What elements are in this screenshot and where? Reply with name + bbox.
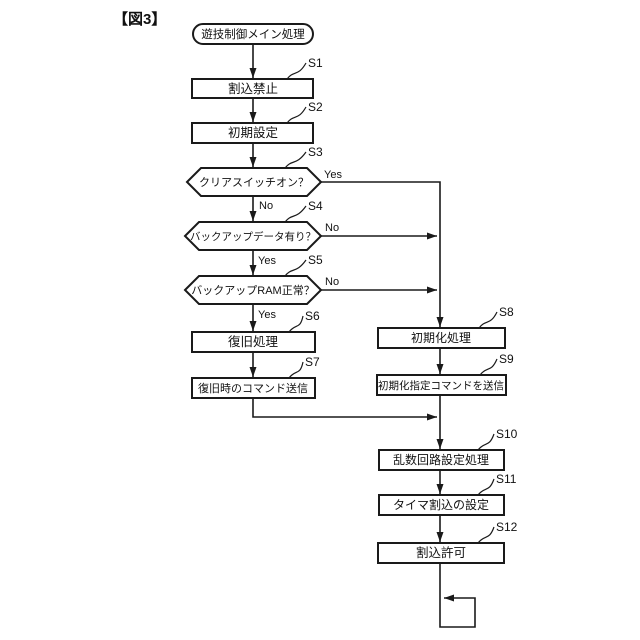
node-s6-text: 復旧処理 [228, 334, 279, 349]
node-s1-text: 割込禁止 [228, 81, 278, 96]
node-s9: 初期化指定コマンドを送信 [376, 374, 507, 396]
node-s3-text: クリアスイッチオン？ [199, 176, 309, 189]
step-label-s4: S4 [308, 199, 323, 213]
node-s11-shape [378, 494, 505, 516]
branch-label-s5-no: No [325, 276, 339, 288]
node-start: 遊技制御メイン処理 [192, 23, 314, 45]
step-leader-s6 [288, 315, 304, 333]
node-s8-text: 初期化処理 [411, 331, 471, 345]
node-s9-text: 初期化指定コマンドを送信 [378, 379, 504, 392]
step-label-s1: S1 [308, 56, 323, 70]
node-s4-text: バックアップデータ有り？ [190, 230, 316, 243]
step-label-s10: S10 [496, 427, 518, 441]
step-leader-s4 [284, 205, 307, 223]
connector-s7-junction [252, 398, 437, 421]
node-s12: 割込許可 [377, 542, 505, 564]
connector-s12-endless-loop [439, 563, 476, 628]
step-label-s9: S9 [499, 352, 514, 366]
node-s3: クリアスイッチオン？ [185, 167, 323, 197]
step-leader-s11 [477, 478, 495, 496]
step-leader-s5 [284, 259, 307, 277]
node-s1: 割込禁止 [191, 78, 314, 99]
step-leader-s10 [477, 433, 495, 451]
node-s7-text: 復旧時のコマンド送信 [198, 381, 308, 395]
node-s4: バックアップデータ有り？ [183, 221, 323, 251]
step-leader-s1 [286, 62, 307, 80]
node-s11-text: タイマ割込の設定 [393, 497, 489, 512]
node-s9-shape [376, 374, 507, 396]
step-leader-s7 [288, 361, 304, 379]
step-label-s8: S8 [499, 305, 514, 319]
node-s8-shape [377, 327, 506, 349]
node-s5: バックアップRAM正常？ [183, 275, 323, 305]
node-start-shape [192, 23, 314, 45]
step-label-s6: S6 [305, 309, 320, 323]
node-s4-shape [183, 221, 323, 251]
connector-s3-yes-s8 [321, 181, 444, 327]
node-s12-shape [377, 542, 505, 564]
step-label-s5: S5 [308, 253, 323, 267]
step-label-s7: S7 [305, 355, 320, 369]
branch-label-s3-no: No [259, 200, 273, 212]
branch-label-s5-yes: Yes [258, 309, 276, 321]
step-label-s2: S2 [308, 100, 323, 114]
node-s6: 復旧処理 [191, 331, 316, 353]
node-s10-shape [378, 449, 505, 471]
figure-label: 【図3】 [113, 10, 166, 28]
step-label-s3: S3 [308, 145, 323, 159]
node-s1-shape [191, 78, 314, 99]
step-leader-s8 [478, 311, 498, 329]
branch-label-s4-no: No [325, 222, 339, 234]
branch-label-s3-yes: Yes [324, 169, 342, 181]
step-label-s12: S12 [496, 520, 518, 534]
node-s10: 乱数回路設定処理 [378, 449, 505, 471]
node-s2-text: 初期設定 [228, 125, 278, 140]
node-s7: 復旧時のコマンド送信 [191, 377, 316, 399]
node-s2-shape [191, 122, 314, 144]
node-start-text: 遊技制御メイン処理 [201, 27, 305, 41]
step-leader-s9 [479, 358, 498, 376]
step-leader-s12 [477, 526, 495, 544]
step-leader-s3 [284, 151, 307, 169]
node-s6-shape [191, 331, 316, 353]
step-leader-s2 [286, 106, 307, 124]
node-s11: タイマ割込の設定 [378, 494, 505, 516]
node-s5-text: バックアップRAM正常？ [191, 284, 314, 297]
node-s7-shape [191, 377, 316, 399]
node-s10-text: 乱数回路設定処理 [393, 452, 489, 467]
node-s8: 初期化処理 [377, 327, 506, 349]
branch-label-s4-yes: Yes [258, 255, 276, 267]
node-s5-shape [183, 275, 323, 305]
node-s12-text: 割込許可 [416, 545, 466, 560]
node-s2: 初期設定 [191, 122, 314, 144]
step-label-s11: S11 [496, 472, 517, 486]
node-s3-shape [185, 167, 323, 197]
